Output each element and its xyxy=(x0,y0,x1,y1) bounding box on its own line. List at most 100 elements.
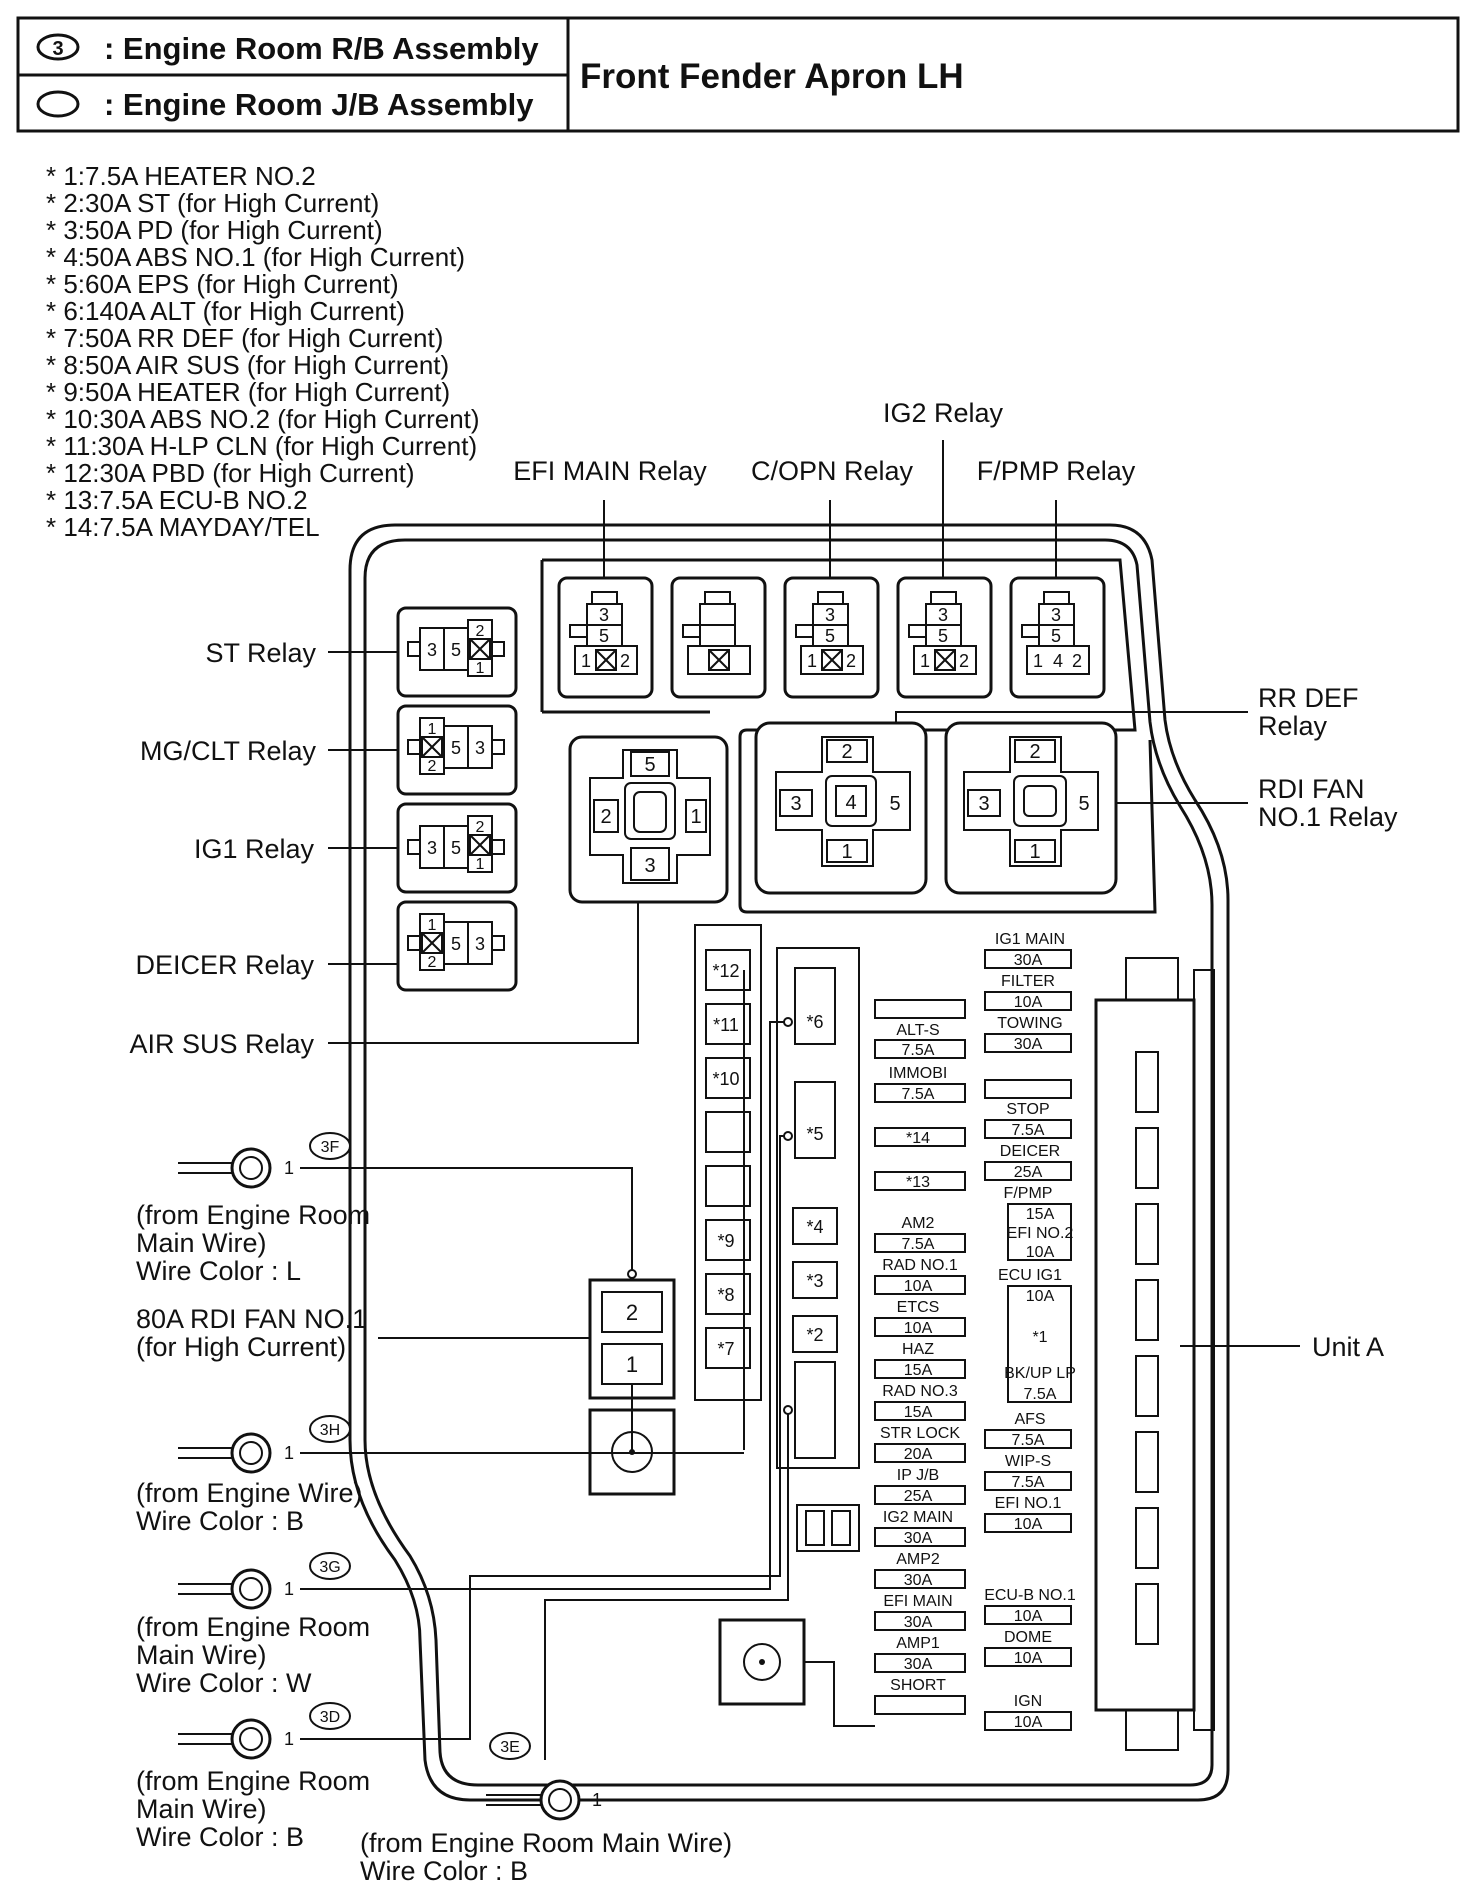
rdi-fuse-label-1: 80A RDI FAN NO.1 xyxy=(136,1304,367,1334)
svg-text:30A: 30A xyxy=(904,1572,933,1589)
header: 3 : Engine Room R/B Assembly : Engine Ro… xyxy=(16,16,1460,133)
svg-text:2: 2 xyxy=(476,623,485,640)
wire-3f: 1 3F (from Engine Room Main Wire) Wire C… xyxy=(136,1132,370,1286)
svg-text:DEICER: DEICER xyxy=(1000,1143,1060,1160)
wire-3e: 1 3E (from Engine Room Main Wire) Wire C… xyxy=(360,1732,732,1886)
small-fuses-right: IG1 MAIN 30A FILTER 10A TOWING 30A STOP … xyxy=(984,931,1076,1731)
high-current-fuses: *12 *11 *10 *9 *8 *7 *6 *5 *4 *3 *2 xyxy=(694,924,860,1469)
svg-text:FILTER: FILTER xyxy=(1001,973,1055,990)
svg-text:WIP-S: WIP-S xyxy=(1005,1453,1051,1470)
svg-text:*6: *6 xyxy=(806,1012,823,1032)
svg-text:IGN: IGN xyxy=(1014,1693,1042,1710)
svg-text:* 9:50A HEATER (for High Curre: * 9:50A HEATER (for High Current) xyxy=(46,377,450,407)
svg-text:15A: 15A xyxy=(1026,1206,1055,1223)
svg-text:5: 5 xyxy=(889,793,900,815)
deicer-relay: 1 2 5 3 xyxy=(396,900,518,992)
svg-text:5: 5 xyxy=(1051,626,1061,646)
svg-text:5: 5 xyxy=(451,738,461,758)
svg-text:* 6:140A ALT (for High Current: * 6:140A ALT (for High Current) xyxy=(46,296,405,326)
c-opn-relay: 3 5 1 2 xyxy=(783,576,880,699)
svg-text:* 3:50A PD (for High Current): * 3:50A PD (for High Current) xyxy=(46,215,383,245)
svg-text:Main Wire): Main Wire) xyxy=(136,1794,267,1824)
svg-text:15A: 15A xyxy=(904,1404,933,1421)
svg-text:1: 1 xyxy=(428,721,437,738)
svg-text:1: 1 xyxy=(592,1790,602,1810)
svg-text:* 10:30A ABS NO.2 (for High Cu: * 10:30A ABS NO.2 (for High Current) xyxy=(46,404,480,434)
svg-text:DOME: DOME xyxy=(1004,1629,1052,1646)
svg-text:*7: *7 xyxy=(717,1339,734,1359)
svg-text:1: 1 xyxy=(1029,841,1040,863)
svg-text:*13: *13 xyxy=(906,1174,930,1191)
svg-text:3F: 3F xyxy=(321,1139,340,1156)
rdi-fan-relay-label-2: NO.1 Relay xyxy=(1258,802,1398,832)
svg-text:*9: *9 xyxy=(717,1231,734,1251)
svg-text:3: 3 xyxy=(938,605,948,625)
svg-text:7.5A: 7.5A xyxy=(902,1236,935,1253)
svg-text:3: 3 xyxy=(475,934,485,954)
svg-text:1: 1 xyxy=(284,1443,294,1463)
air-sus-relay-label: AIR SUS Relay xyxy=(129,1029,314,1059)
svg-text:AMP2: AMP2 xyxy=(896,1551,940,1568)
deicer-relay-label: DEICER Relay xyxy=(135,950,314,980)
mg-clt-relay: 1 2 5 3 xyxy=(396,704,518,796)
svg-text:* 7:50A RR DEF (for High Curre: * 7:50A RR DEF (for High Current) xyxy=(46,323,443,353)
svg-text:Main Wire): Main Wire) xyxy=(136,1640,267,1670)
svg-text:10A: 10A xyxy=(1014,1608,1043,1625)
svg-text:*14: *14 xyxy=(906,1130,930,1147)
svg-text:2: 2 xyxy=(959,651,969,671)
jb-housing xyxy=(348,523,1230,1802)
svg-text:F/PMP: F/PMP xyxy=(1004,1185,1053,1202)
svg-text:5: 5 xyxy=(451,838,461,858)
rdi-fan-relay-label-1: RDI FAN xyxy=(1258,774,1365,804)
svg-text:Wire Color : B: Wire Color : B xyxy=(136,1506,304,1536)
svg-text:2: 2 xyxy=(428,758,437,775)
svg-text:Wire Color : B: Wire Color : B xyxy=(360,1856,528,1886)
svg-text:1: 1 xyxy=(581,651,591,671)
svg-text:* 12:30A PBD (for High Current: * 12:30A PBD (for High Current) xyxy=(46,458,415,488)
st-relay: 3 5 2 1 xyxy=(396,606,518,698)
svg-text:5: 5 xyxy=(644,754,655,776)
svg-text:7.5A: 7.5A xyxy=(902,1086,935,1103)
svg-text:*4: *4 xyxy=(806,1217,823,1237)
connector-small xyxy=(796,1504,860,1552)
svg-text:IP J/B: IP J/B xyxy=(897,1467,939,1484)
svg-text:* 4:50A ABS NO.1 (for High Cur: * 4:50A ABS NO.1 (for High Current) xyxy=(46,242,465,272)
svg-text:RAD NO.1: RAD NO.1 xyxy=(882,1257,958,1274)
c-opn-relay-label: C/OPN Relay xyxy=(751,456,914,486)
svg-text:3: 3 xyxy=(599,605,609,625)
svg-text:1: 1 xyxy=(428,917,437,934)
rb-marker-icon: 3 xyxy=(36,33,80,61)
svg-text:IG1 MAIN: IG1 MAIN xyxy=(995,931,1065,948)
svg-text:1: 1 xyxy=(284,1729,294,1749)
legend: * 1:7.5A HEATER NO.2 * 2:30A ST (for Hig… xyxy=(46,161,480,542)
svg-text:10A: 10A xyxy=(1014,1650,1043,1667)
svg-text:AFS: AFS xyxy=(1014,1411,1045,1428)
svg-text:* 14:7.5A MAYDAY/TEL: * 14:7.5A MAYDAY/TEL xyxy=(46,512,320,542)
svg-text:3: 3 xyxy=(427,838,437,858)
svg-text:10A: 10A xyxy=(904,1320,933,1337)
wire-3d: 1 3D (from Engine Room Main Wire) Wire C… xyxy=(136,1702,370,1852)
svg-text:5: 5 xyxy=(1078,793,1089,815)
svg-text:15A: 15A xyxy=(904,1362,933,1379)
svg-text:3: 3 xyxy=(825,605,835,625)
svg-text:7.5A: 7.5A xyxy=(1012,1432,1045,1449)
svg-text:Main Wire): Main Wire) xyxy=(136,1228,267,1258)
svg-text:* 8:50A AIR SUS (for High Curr: * 8:50A AIR SUS (for High Current) xyxy=(46,350,449,380)
svg-text:25A: 25A xyxy=(1014,1164,1043,1181)
svg-text:2: 2 xyxy=(476,819,485,836)
svg-text:Wire Color : B: Wire Color : B xyxy=(136,1822,304,1852)
rdi-fuse-label-2: (for High Current) xyxy=(136,1332,346,1362)
svg-text:EFI NO.1: EFI NO.1 xyxy=(995,1495,1062,1512)
svg-text:1: 1 xyxy=(626,1352,638,1377)
ig1-relay-label: IG1 Relay xyxy=(194,834,315,864)
mg-clt-relay-label: MG/CLT Relay xyxy=(140,736,317,766)
svg-text:*11: *11 xyxy=(713,1015,739,1035)
svg-text:SHORT: SHORT xyxy=(890,1677,946,1694)
svg-text:ECU-B NO.1: ECU-B NO.1 xyxy=(984,1587,1076,1604)
svg-text:3: 3 xyxy=(475,738,485,758)
svg-text:1: 1 xyxy=(807,651,817,671)
svg-text:20A: 20A xyxy=(904,1446,933,1463)
svg-text:1: 1 xyxy=(1033,651,1043,671)
svg-text:* 5:60A EPS (for High Current): * 5:60A EPS (for High Current) xyxy=(46,269,399,299)
svg-text:*2: *2 xyxy=(806,1325,823,1345)
